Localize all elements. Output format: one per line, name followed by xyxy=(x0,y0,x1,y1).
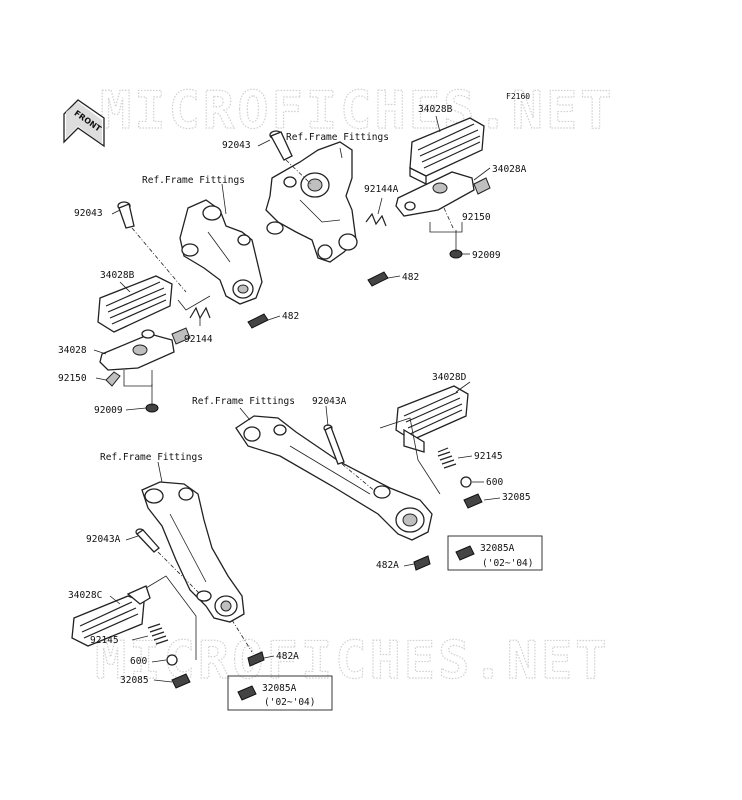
label-92009-left: 92009 xyxy=(94,405,123,416)
footpeg-34028B-left xyxy=(97,275,173,333)
label-34028D: 34028D xyxy=(432,372,467,383)
label-ref-frame-fittings-4: Ref.Frame Fittings xyxy=(100,452,203,463)
label-32085A-left: 32085A xyxy=(262,683,297,694)
label-34028C: 34028C xyxy=(68,590,102,601)
spring-92144 xyxy=(189,306,211,320)
label-92150-right: 92150 xyxy=(462,212,491,223)
label-600-right: 600 xyxy=(486,477,503,488)
ball-600-right xyxy=(460,476,472,488)
pin-92150-left xyxy=(105,371,121,387)
spring-92145-right xyxy=(437,447,457,469)
label-34028B-top: 34028B xyxy=(418,104,453,115)
label-482A-left: 482A xyxy=(276,651,299,662)
diagram-code: F2160 xyxy=(506,92,530,101)
label-92043A-left: 92043A xyxy=(86,534,121,545)
ball-600-left xyxy=(166,654,178,666)
leader-34028C xyxy=(145,575,197,660)
pin-92043-left xyxy=(117,201,187,293)
plate-32085-left xyxy=(171,673,191,689)
label-92043-top: 92043 xyxy=(222,140,251,151)
part-labels: Ref.Frame Fittings Ref.Frame Fittings Re… xyxy=(58,104,533,708)
front-arrow-icon: FRONT xyxy=(63,99,105,148)
label-note-right: ('02~'04) xyxy=(482,558,533,569)
label-34028: 34028 xyxy=(58,345,87,356)
spring-92144A xyxy=(365,212,387,227)
label-ref-frame-fittings-1: Ref.Frame Fittings xyxy=(286,132,389,143)
lh-rear-bracket xyxy=(141,481,245,623)
label-482-mid: 482 xyxy=(282,311,299,322)
bolt-92009-left xyxy=(145,384,159,413)
label-32085-left: 32085 xyxy=(120,675,149,686)
box-32085A-left xyxy=(227,675,333,711)
label-92144: 92144 xyxy=(184,334,213,345)
washer-482A-left xyxy=(247,651,265,667)
washer-482A-right xyxy=(413,555,431,571)
washer-482-top xyxy=(367,271,389,287)
rh-rear-bracket xyxy=(235,415,433,541)
peg-holder-34028 xyxy=(99,327,191,371)
label-482-top: 482 xyxy=(402,272,419,283)
label-32085-right: 32085 xyxy=(502,492,531,503)
peg-holder-34028A xyxy=(395,171,491,217)
bracket-92150-right xyxy=(429,222,463,233)
bracket-92150-left xyxy=(123,370,153,387)
lh-front-bracket xyxy=(179,199,263,305)
label-ref-frame-fittings-2: Ref.Frame Fittings xyxy=(142,175,245,186)
label-32085A-right: 32085A xyxy=(480,543,515,554)
label-note-left: ('02~'04) xyxy=(264,697,315,708)
plate-32085A-left xyxy=(237,685,257,701)
label-92145-right: 92145 xyxy=(474,451,503,462)
washer-482-mid xyxy=(247,313,269,329)
plate-32085-right xyxy=(463,493,483,509)
label-600-left: 600 xyxy=(130,656,147,667)
label-482A-right: 482A xyxy=(376,560,399,571)
leader-ref-left xyxy=(177,295,211,311)
label-92043-left: 92043 xyxy=(74,208,103,219)
rh-front-bracket xyxy=(265,141,358,263)
watermark-top: MICROFICHES.NET xyxy=(100,81,615,141)
plate-32085A-right xyxy=(455,545,475,561)
label-92144A: 92144A xyxy=(364,184,399,195)
footpeg-34028C xyxy=(71,585,151,647)
bolt-92009-right xyxy=(443,207,463,259)
label-92150-left: 92150 xyxy=(58,373,87,384)
label-92043A-top: 92043A xyxy=(312,396,347,407)
label-92009-right: 92009 xyxy=(472,250,501,261)
leader-lines xyxy=(93,115,501,683)
label-34028B-left: 34028B xyxy=(100,270,135,281)
spring-92145-left xyxy=(147,623,169,645)
label-92145-left: 92145 xyxy=(90,635,119,646)
label-ref-frame-fittings-3: Ref.Frame Fittings xyxy=(192,396,295,407)
label-34028A: 34028A xyxy=(492,164,527,175)
pin-92043A-left xyxy=(135,528,201,595)
box-32085A-right xyxy=(447,535,543,571)
leader-482A-left xyxy=(231,619,253,653)
leader-34028D xyxy=(379,417,441,495)
pin-92043-top xyxy=(269,130,313,186)
